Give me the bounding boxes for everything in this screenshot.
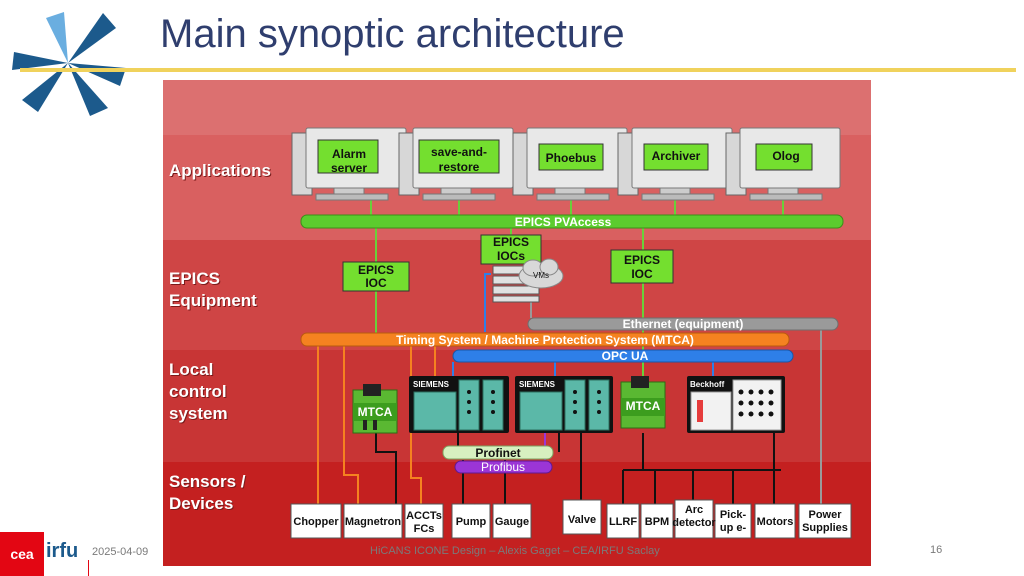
app-label-save-restore: save-and- [431, 145, 487, 159]
device-gauge: Gauge [495, 516, 529, 528]
siemens-plc-1 [409, 376, 509, 433]
page-number: 16 [930, 544, 943, 556]
beckhoff-label: Beckhoff [690, 380, 725, 389]
title-rule [20, 68, 1016, 72]
layer-label-epics-equipment: EPICS Equipment [169, 269, 257, 310]
device-accts-2: FCs [414, 523, 435, 535]
device-pickup-2: up e- [720, 522, 747, 534]
device-llrf: LLRF [609, 516, 637, 528]
bus-profibus [454, 460, 553, 474]
app-label-save-restore-2: restore [439, 160, 480, 174]
device-pickup-1: Pick- [720, 509, 747, 521]
bus-label-ethernet: Ethernet (equipment) [623, 317, 744, 331]
device-chopper: Chopper [293, 516, 339, 528]
architecture-diagram: Applications EPICS Equipment Local contr… [163, 80, 871, 566]
device-arc-2: detector [672, 517, 716, 529]
device-pump: Pump [456, 516, 487, 528]
mtca-right-board [620, 376, 666, 429]
bus-label-timing: Timing System / Machine Protection Syste… [396, 333, 694, 347]
footer-credit: HiCANS ICONE Design – Alexis Gaget – CEA… [370, 545, 660, 557]
device-magnetron: Magnetron [345, 516, 402, 528]
bus-opcua [452, 349, 794, 363]
device-bpm: BPM [645, 516, 669, 528]
ioc-left-line2: IOC [365, 276, 387, 290]
device-arc-1: Arc [685, 504, 703, 516]
bus-timing [300, 332, 790, 347]
ioc-center-line2: IOCs [497, 249, 525, 263]
ioc-center-line1: EPICS [493, 235, 529, 249]
footer-divider [88, 560, 89, 576]
mtca-right-label: MTCA [626, 399, 661, 413]
siemens-2-label: SIEMENS [519, 380, 556, 389]
cloud-icon [518, 258, 564, 289]
ioc-left-line1: EPICS [358, 263, 394, 277]
app-label-olog: Olog [772, 149, 799, 163]
bus-label-profibus: Profibus [481, 460, 525, 474]
device-motors: Motors [757, 516, 794, 528]
bus-profinet [442, 445, 554, 460]
irfu-star-logo [12, 12, 126, 116]
layer-label-applications: Applications [169, 161, 272, 180]
ioc-right-line2: IOC [631, 267, 653, 281]
band-top-strip [163, 80, 871, 135]
slide-title: Main synoptic architecture [160, 12, 625, 56]
device-power-2: Supplies [802, 522, 848, 534]
layer-label-sensors: Sensors / Devices [169, 472, 246, 513]
device-valve: Valve [568, 514, 596, 526]
bus-pvaccess [300, 214, 844, 229]
siemens-plc-2 [515, 376, 613, 433]
mtca-left-label: MTCA [358, 405, 393, 419]
app-computers [291, 127, 841, 201]
ioc-right-line1: EPICS [624, 253, 660, 267]
bus-label-opcua: OPC UA [602, 349, 649, 363]
app-label-phoebus: Phoebus [546, 151, 597, 165]
cea-logo: cea [0, 532, 44, 576]
bus-label-profinet: Profinet [475, 446, 520, 460]
device-power-1: Power [808, 509, 842, 521]
app-label-alarm-server: Alarm [332, 147, 366, 161]
app-label-alarm-server-2: server [331, 161, 367, 175]
app-label-archiver: Archiver [652, 149, 701, 163]
device-accts-1: ACCTs [406, 510, 442, 522]
footer-date: 2025-04-09 [92, 546, 149, 558]
irfu-logo: irfu [46, 540, 79, 562]
diagram-labels: Alarm server save-and- restore Phoebus A… [293, 145, 848, 535]
bus-ethernet [527, 317, 839, 331]
diagram-graphics [290, 127, 852, 539]
siemens-1-label: SIEMENS [413, 380, 450, 389]
layer-label-local-control: Local control system [169, 360, 228, 423]
bus-label-pvaccess: EPICS PVAccess [515, 215, 612, 229]
mtca-left-board [352, 384, 398, 434]
vms-label: VMs [533, 271, 549, 280]
beckhoff-plc [687, 376, 785, 433]
